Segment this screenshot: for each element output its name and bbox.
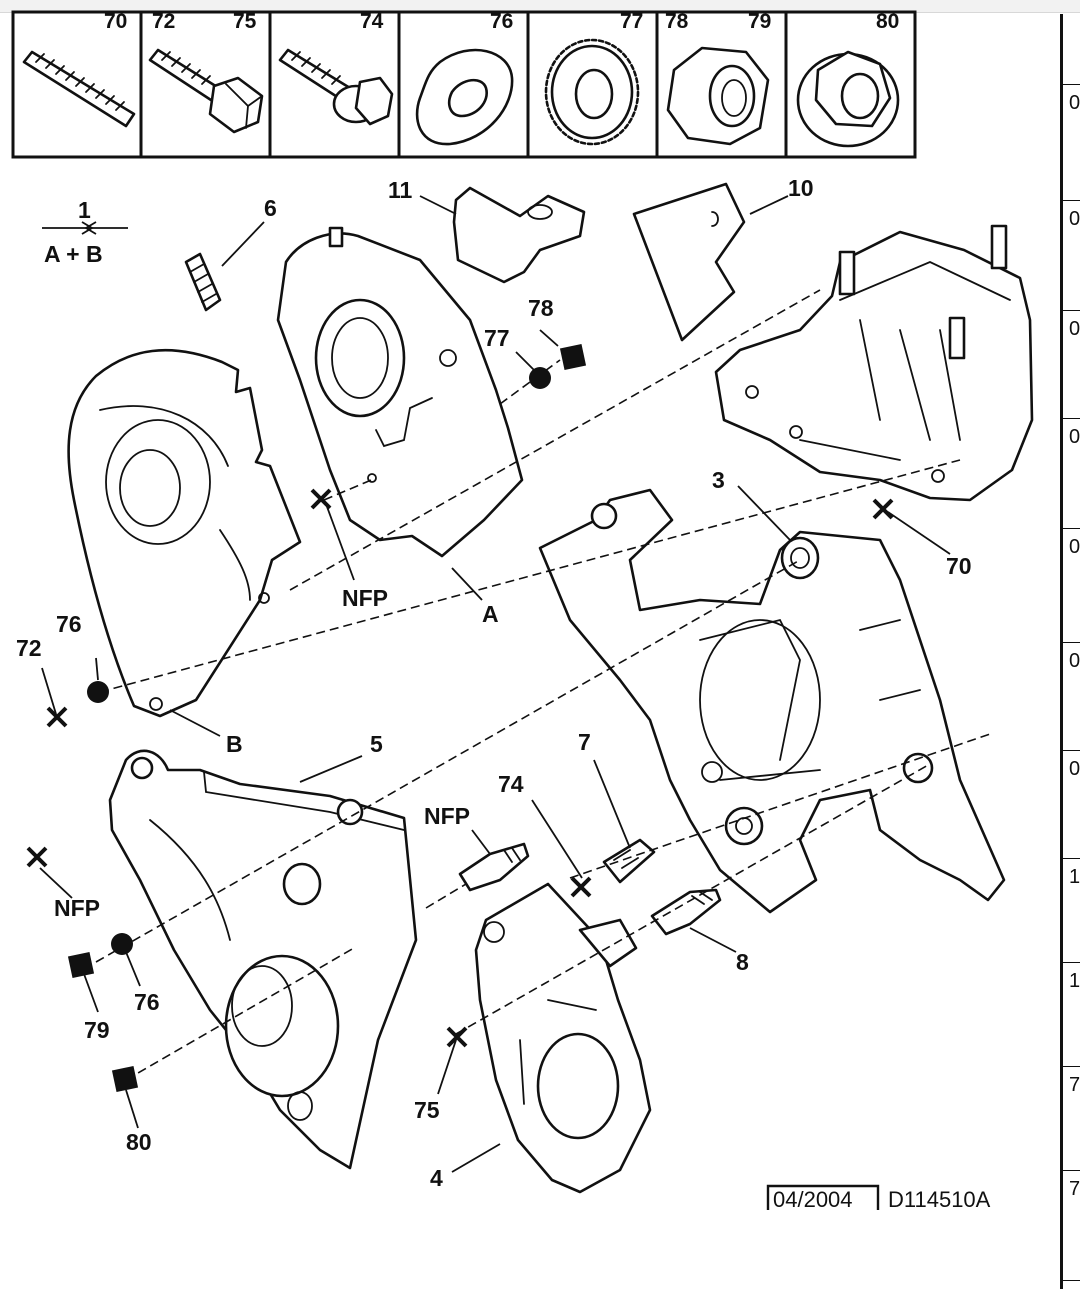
hw-header-78: 78 [665,10,689,33]
label-75: 75 [414,1097,440,1123]
reference-date: 04/2004 [773,1187,853,1212]
label-nfp-1: NFP [342,585,388,611]
label-6: 6 [264,195,277,221]
side-table-row: 1 [1069,970,1080,992]
nut-square-80 [111,1065,139,1093]
nut-square-79 [67,951,95,979]
label-80: 80 [126,1129,152,1155]
label-b: B [226,731,243,757]
cross-nfp3 [26,846,48,868]
hw-header-75: 75 [233,10,257,33]
label-nfp-3: NFP [54,895,100,921]
label-77: 77 [484,325,510,351]
reference-stamp: 04/2004 D114510A [766,1184,991,1212]
central-engine-bracket [538,488,1006,914]
hardware-strip: 70 72 75 74 76 77 78 79 80 [11,10,917,159]
cross-70 [872,498,894,520]
hw-header-79: 79 [748,10,771,33]
label-76b: 76 [134,989,160,1015]
label-74: 74 [498,771,524,797]
hw-header-80: 80 [876,10,899,33]
plate-10 [632,182,746,342]
bracket-11 [452,186,586,284]
hw-header-72: 72 [152,10,175,33]
nut-square-78 [559,343,587,371]
label-11: 11 [388,177,413,203]
leader-lines [39,195,951,1173]
cross-75 [446,1026,468,1048]
hex-nut-icon [666,46,770,146]
callout-labels: 1 A + B 6 11 10 78 77 3 70 NFP A 76 72 B… [16,175,972,1191]
label-1: 1 [78,197,91,223]
side-table-row: 0 [1069,92,1080,114]
side-table-row: 1 [1069,866,1080,888]
label-a-plus-b: A + B [44,241,103,267]
lower-plate-4 [474,882,652,1194]
label-10: 10 [788,175,814,201]
reference-code: D114510A [888,1187,991,1212]
side-table-row: 7 [1069,1074,1080,1096]
label-76a: 76 [56,611,82,637]
stud-8 [650,888,722,936]
label-8: 8 [736,949,749,975]
hw-header-76: 76 [490,10,513,33]
label-72: 72 [16,635,42,661]
label-7: 7 [578,729,591,755]
cross-74 [570,876,592,898]
side-table-row: 0 [1069,650,1080,672]
side-parts-table: 0 0 0 0 0 0 0 1 1 7 7 [1060,14,1080,1289]
label-nfp-2: NFP [424,803,470,829]
washer-dot-77 [529,367,551,389]
label-78a: 78 [528,295,554,321]
hw-header-77: 77 [620,10,643,33]
label-79: 79 [84,1017,110,1043]
stud-icon [22,50,136,128]
front-timing-cover-5 [108,749,418,1170]
label-5: 5 [370,731,383,757]
label-a: A [482,601,499,627]
side-table-row: 0 [1069,758,1080,780]
label-3: 3 [712,467,725,493]
flange-nut-icon [796,50,900,148]
curved-washer-icon [415,48,514,146]
hw-header-74: 74 [360,10,384,33]
side-table-row: 0 [1069,208,1080,230]
hex-bolt-icon [148,48,264,134]
engine-mount-bracket [714,224,1034,502]
hw-header-70: 70 [104,10,127,33]
side-table-row: 0 [1069,536,1080,558]
rear-timing-cover-b [67,348,302,718]
assembly-lines [95,289,991,1081]
flange-bolt-icon [278,48,394,126]
stud-nfp [458,842,530,892]
side-table-row: 0 [1069,426,1080,448]
side-table-row: 0 [1069,318,1080,340]
washer-dot-76b [111,933,133,955]
label-4: 4 [430,1165,443,1191]
cross-72 [46,706,68,728]
washer-dot-76a [87,681,109,703]
fastener-symbols [26,343,894,1093]
label-70: 70 [946,553,972,579]
small-stud-6 [184,252,222,312]
serrated-washer-icon [544,38,640,146]
timing-cover-a [276,226,524,558]
side-table-row: 7 [1069,1178,1080,1200]
stud-7 [602,838,656,884]
